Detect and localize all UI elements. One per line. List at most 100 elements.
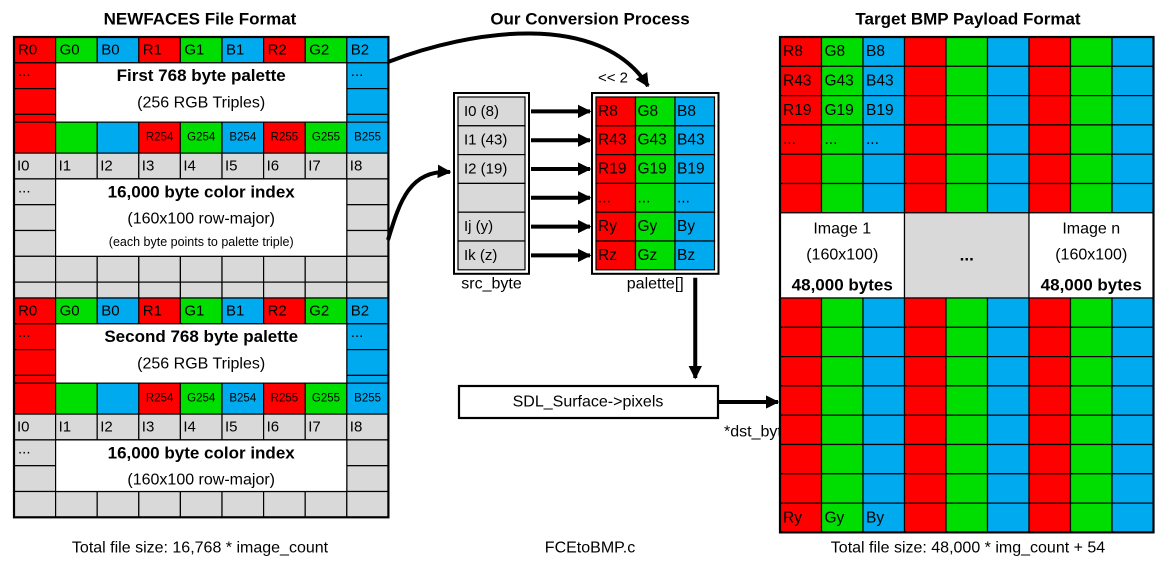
palette-footer-cell: [54, 121, 98, 154]
bmp-pixel-cell: [1028, 385, 1072, 416]
bmp-pixel-cell: [862, 414, 906, 446]
src-byte-label: I0 (8): [464, 103, 499, 120]
middle-footer: FCEtoBMP.c: [545, 540, 635, 557]
palette-header-label: B1: [226, 41, 244, 58]
bmp-pixel-cell: [1111, 443, 1155, 475]
index-cell: [54, 413, 98, 441]
bmp-pixel-cell: [820, 473, 864, 504]
bmp-pixel-cell: [1069, 124, 1113, 155]
bmp-pixel-cell: [903, 94, 947, 126]
bmp-pixel-label: G8: [825, 43, 846, 60]
bmp-pixel-cell: [1028, 153, 1072, 185]
index-cell: [346, 204, 389, 232]
index-cell: [263, 255, 306, 283]
image-1-block: [779, 212, 906, 299]
bmp-pixel-cell: [862, 385, 906, 416]
src-byte-label: I1 (43): [464, 132, 507, 149]
index1-title: 16,000 byte color index: [108, 182, 296, 201]
bmp-pixel-cell: [1069, 36, 1113, 67]
palette-header-cell: [263, 297, 306, 325]
newfaces-frame: [12, 35, 390, 519]
palette-array-label: ...: [638, 189, 651, 206]
sdl-surface-box: [457, 384, 720, 420]
bmp-pixel-cell: [945, 473, 989, 504]
index-header-label: I2: [100, 419, 113, 436]
image-n-size: 48,000 bytes: [1041, 275, 1142, 294]
bmp-pixel-cell: [945, 414, 989, 446]
bmp-pixel-cell: [945, 356, 989, 387]
bmp-pixel-cell: [986, 124, 1030, 155]
palette-array-label: R19: [598, 161, 626, 178]
palette2-subtitle: (256 RGB Triples): [137, 355, 265, 372]
palette-array-label: G8: [638, 103, 659, 120]
index-body: [54, 439, 348, 493]
palette-footer-label: R254: [146, 393, 174, 405]
palette-array-label: G19: [638, 161, 667, 178]
palette-footer-label: G254: [187, 393, 216, 405]
index-cell: [304, 281, 348, 299]
bmp-pixel-cell: [986, 473, 1030, 504]
index-cell: [221, 490, 265, 518]
bmp-frame: [778, 35, 1155, 534]
bmp-pixel-cell: [986, 502, 1030, 534]
bmp-pixel-cell: [986, 356, 1030, 387]
index-body: [54, 178, 348, 257]
palette-header-cell: [54, 297, 98, 325]
bmp-pixel-cell: [1028, 182, 1072, 214]
bmp-pixel-cell: [1028, 414, 1072, 446]
bmp-pixel-cell: [1028, 356, 1072, 387]
bmp-pixel-label: R19: [783, 102, 811, 119]
bmp-pixel-cell: [1111, 356, 1155, 387]
index-cell: [54, 152, 98, 180]
bmp-pixel-cell: [1069, 297, 1113, 328]
index-cell: [54, 281, 98, 299]
index-cell: [304, 490, 348, 518]
palette2-title: Second 768 byte palette: [104, 327, 298, 346]
bmp-pixel-cell: [820, 326, 864, 358]
index-cell: [346, 255, 389, 283]
palette-header-cell: [346, 297, 389, 325]
palette-header-cell: [221, 36, 265, 64]
bmp-pixel-cell: [779, 182, 823, 214]
palette-header-cell: [96, 297, 140, 325]
bmp-pixel-cell: [862, 356, 906, 387]
bmp-pixel-cell: [986, 326, 1030, 358]
palette-header-label: R2: [268, 302, 287, 319]
index-cell: [13, 204, 57, 232]
palette-header-label: B1: [226, 302, 244, 319]
palette-array-label: Ry: [598, 218, 617, 235]
bmp-pixel-cell: [820, 94, 864, 126]
src-byte-cell: [457, 240, 526, 271]
index-cell: [346, 413, 389, 441]
middle-title: Our Conversion Process: [490, 10, 689, 29]
bmp-pixel-cell: [1028, 297, 1072, 328]
palette-array-label: R43: [598, 132, 626, 149]
bmp-pixel-label: B43: [866, 72, 894, 89]
palette-array-cell: [674, 240, 716, 271]
bmp-pixel-cell: [945, 124, 989, 155]
bmp-pixel-cell: [903, 65, 947, 97]
index2-subtitle: (160x100 row-major): [127, 471, 275, 488]
bmp-pixel-cell: [903, 385, 947, 416]
palette-header-label: R2: [268, 41, 287, 58]
bmp-pixel-cell: [1028, 65, 1072, 97]
index-cell: [346, 465, 389, 493]
palette-footer-label: B254: [229, 132, 256, 144]
index1-subtitle: (160x100 row-major): [127, 210, 275, 227]
palette-array-cell: [634, 211, 676, 242]
index2-title: 16,000 byte color index: [108, 443, 296, 462]
bmp-pixel-cell: [862, 443, 906, 475]
palette-footer-label: G255: [312, 132, 340, 144]
bmp-pixel-cell: [1111, 94, 1155, 126]
bmp-pixel-cell: [1111, 326, 1155, 358]
bmp-pixel-cell: [820, 414, 864, 446]
bmp-pixel-cell: [945, 182, 989, 214]
bmp-pixel-cell: [903, 297, 947, 328]
bmp-pixel-cell: [862, 182, 906, 214]
left-title: NEWFACES File Format: [104, 10, 297, 29]
palette-footer-label: R254: [146, 132, 174, 144]
src-byte-label: I2 (19): [464, 161, 507, 178]
index-cell: [13, 229, 57, 257]
bmp-pixel-cell: [903, 153, 947, 185]
